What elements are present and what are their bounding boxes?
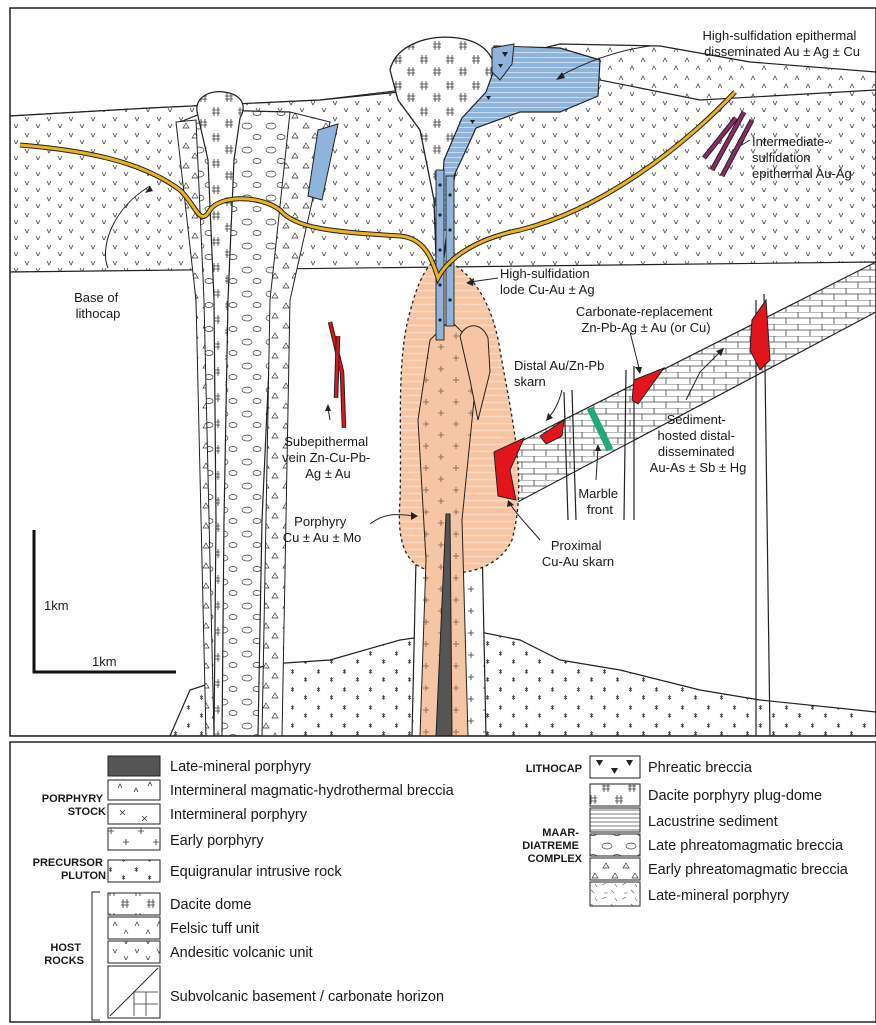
legend-item-phreatic-breccia: Phreatic breccia xyxy=(648,760,753,776)
label-porphyry: Porphyry Cu ± Au ± Mo xyxy=(283,514,362,545)
label-hs-lode: High-sulfidation lode Cu-Au ± Ag xyxy=(500,266,595,297)
label-base-lithocap: Base of lithocap xyxy=(74,290,122,321)
scale-vertical-label: 1km xyxy=(44,598,69,613)
legend-item-dacite-plug-dome: Dacite porphyry plug-dome xyxy=(648,788,822,804)
legend-item-andesitic-volcanic: Andesitic volcanic unit xyxy=(170,945,313,961)
legend-item-dacite-dome: Dacite dome xyxy=(170,897,251,913)
legend-item-early-porphyry: Early porphyry xyxy=(170,833,264,849)
legend-panel: PORPHYRY STOCK PRECURSOR PLUTON HOST ROC… xyxy=(10,742,876,1022)
legend-item-late-mineral-porphyry: Late-mineral porphyry xyxy=(170,759,312,775)
label-hs-epithermal: High-sulfidation epithermal disseminated… xyxy=(702,28,860,59)
legend-item-subvolcanic-basement: Subvolcanic basement / carbonate horizon xyxy=(170,989,444,1005)
legend-item-intermineral-breccia: Intermineral magmatic-hydrothermal brecc… xyxy=(170,783,455,799)
legend-item-late-mineral-porphyry-maar: Late-mineral porphyry xyxy=(648,888,790,904)
legend-item-felsic-tuff: Felsic tuff unit xyxy=(170,921,259,937)
label-proximal-skarn: Proximal Cu-Au skarn xyxy=(542,538,614,569)
legend-group-host-rocks: HOST ROCKS xyxy=(44,942,84,967)
legend-item-intermineral-porphyry: Intermineral porphyry xyxy=(170,807,308,823)
cross-section-panel: 1km 1km High-sulfidation epithermal diss… xyxy=(10,8,876,736)
legend-item-late-phreatomagmatic-breccia: Late phreatomagmatic breccia xyxy=(648,838,844,854)
legend-right-swatches xyxy=(590,756,640,906)
scale-horizontal-label: 1km xyxy=(92,654,117,669)
legend-group-lithocap: LITHOCAP xyxy=(526,763,582,775)
label-carbonate-replacement: Carbonate-replacement Zn-Pb-Ag ± Au (or … xyxy=(576,304,716,335)
legend-item-early-phreatomagmatic-breccia: Early phreatomagmatic breccia xyxy=(648,862,849,878)
legend-item-lacustrine-sediment: Lacustrine sediment xyxy=(648,814,778,830)
legend-item-equigranular-intrusive: Equigranular intrusive rock xyxy=(170,864,342,880)
